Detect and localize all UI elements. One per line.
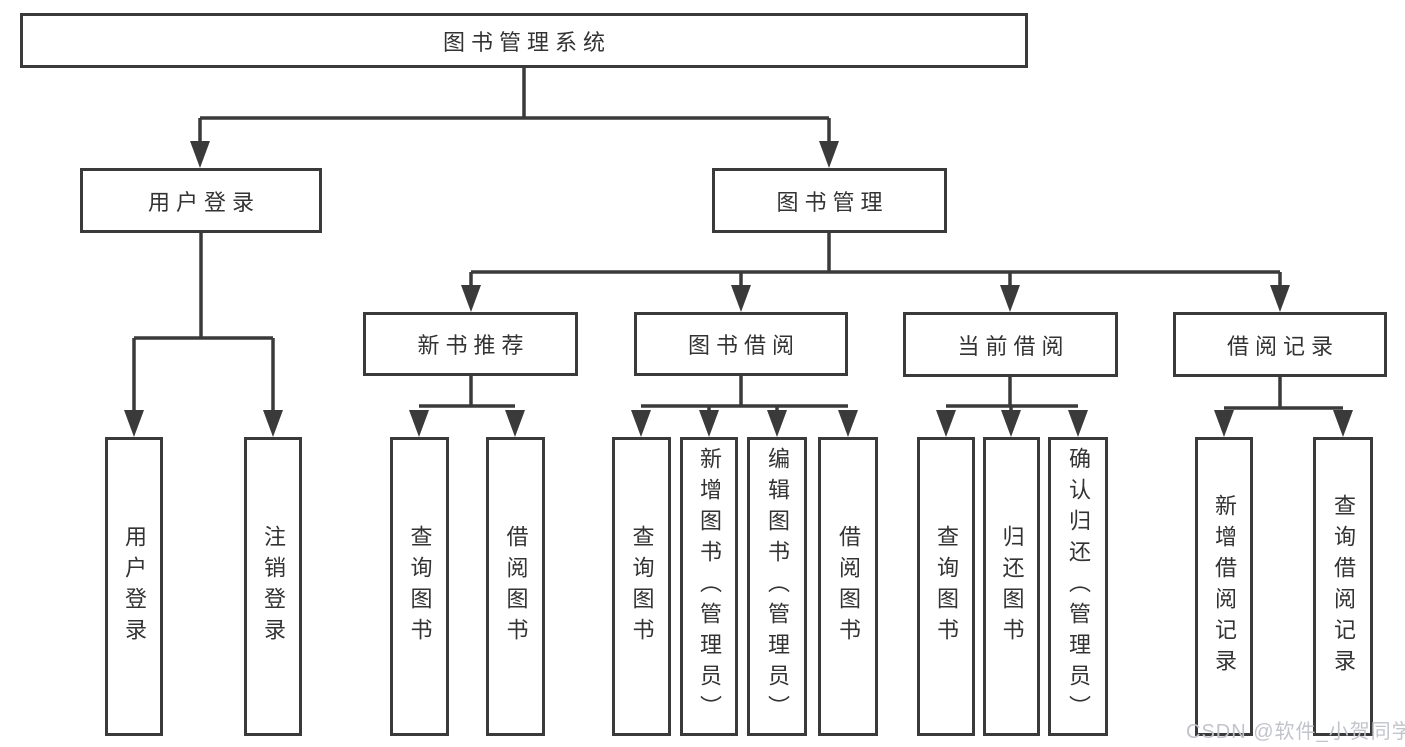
node-leaf-edit-books-admin: 编辑图书（管理员）	[747, 437, 807, 736]
arrowhead	[461, 285, 481, 312]
tree-edge-lines	[132, 68, 1343, 412]
arrowhead	[1001, 410, 1021, 437]
node-leaf-user-login: 用户登录	[105, 437, 163, 736]
node-leaf-query-books-3: 查询图书	[917, 437, 975, 736]
node-borrow-records-label: 借阅记录	[1226, 333, 1339, 359]
arrowhead	[1270, 285, 1290, 312]
leaf-label: 查询图书	[934, 524, 959, 649]
arrowhead	[1068, 410, 1088, 437]
node-current-borrow-label: 当前借阅	[957, 333, 1070, 359]
leaf-label: 查询图书	[407, 524, 433, 649]
arrowhead	[1214, 410, 1234, 437]
arrowhead	[1000, 285, 1020, 312]
node-book-management-label: 图书管理	[776, 189, 889, 215]
node-leaf-logout: 注销登录	[244, 437, 302, 736]
node-new-book-recommend: 新书推荐	[363, 312, 578, 376]
leaf-label: 查询借阅记录	[1331, 493, 1356, 680]
node-root: 图书管理系统	[20, 13, 1028, 68]
leaf-label: 确认归还（管理员）	[1066, 447, 1091, 726]
arrowhead	[838, 410, 858, 437]
arrowhead	[631, 410, 651, 437]
node-book-management: 图书管理	[712, 168, 947, 233]
arrowhead	[819, 141, 839, 168]
node-leaf-query-books-2: 查询图书	[612, 437, 671, 736]
node-leaf-add-borrow-record: 新增借阅记录	[1195, 437, 1253, 736]
node-current-borrow: 当前借阅	[903, 312, 1118, 377]
leaf-label: 借阅图书	[503, 524, 529, 649]
arrowhead	[409, 410, 429, 437]
node-borrow-records: 借阅记录	[1173, 312, 1387, 377]
arrowheads	[124, 141, 1353, 437]
node-book-borrow-label: 图书借阅	[687, 333, 800, 358]
node-leaf-confirm-return-admin: 确认归还（管理员）	[1048, 437, 1108, 736]
node-new-book-recommend-label: 新书推荐	[417, 333, 530, 358]
node-user-login-label: 用户登录	[147, 189, 260, 215]
leaf-label: 借阅图书	[836, 524, 861, 649]
leaf-label: 新增图书（管理员）	[697, 447, 722, 726]
node-leaf-add-books-admin: 新增图书（管理员）	[680, 437, 738, 736]
node-leaf-borrow-books-2: 借阅图书	[818, 437, 878, 736]
arrowhead	[767, 410, 787, 437]
csdn-watermark: CSDN @软件_小贺同学	[1186, 721, 1405, 743]
arrowhead	[731, 285, 751, 312]
node-root-label: 图书管理系统	[442, 29, 611, 55]
leaf-label: 用户登录	[122, 524, 147, 649]
node-leaf-query-borrow-record: 查询借阅记录	[1313, 437, 1373, 736]
leaf-label: 归还图书	[999, 524, 1025, 649]
node-user-login: 用户登录	[80, 168, 322, 233]
arrowhead	[124, 410, 144, 437]
arrowhead	[263, 410, 283, 437]
arrowhead	[936, 410, 956, 437]
node-book-borrow: 图书借阅	[634, 312, 848, 376]
node-leaf-query-books-1: 查询图书	[390, 437, 449, 736]
leaf-label: 编辑图书（管理员）	[765, 447, 790, 726]
leaf-label: 新增借阅记录	[1212, 493, 1237, 680]
leaf-label: 注销登录	[261, 524, 286, 649]
node-leaf-return-books: 归还图书	[983, 437, 1040, 736]
node-leaf-borrow-books-1: 借阅图书	[486, 437, 545, 736]
arrowhead	[1333, 410, 1353, 437]
arrowhead	[505, 410, 525, 437]
arrowhead	[699, 410, 719, 437]
arrowhead	[190, 141, 210, 168]
leaf-label: 查询图书	[629, 524, 655, 649]
